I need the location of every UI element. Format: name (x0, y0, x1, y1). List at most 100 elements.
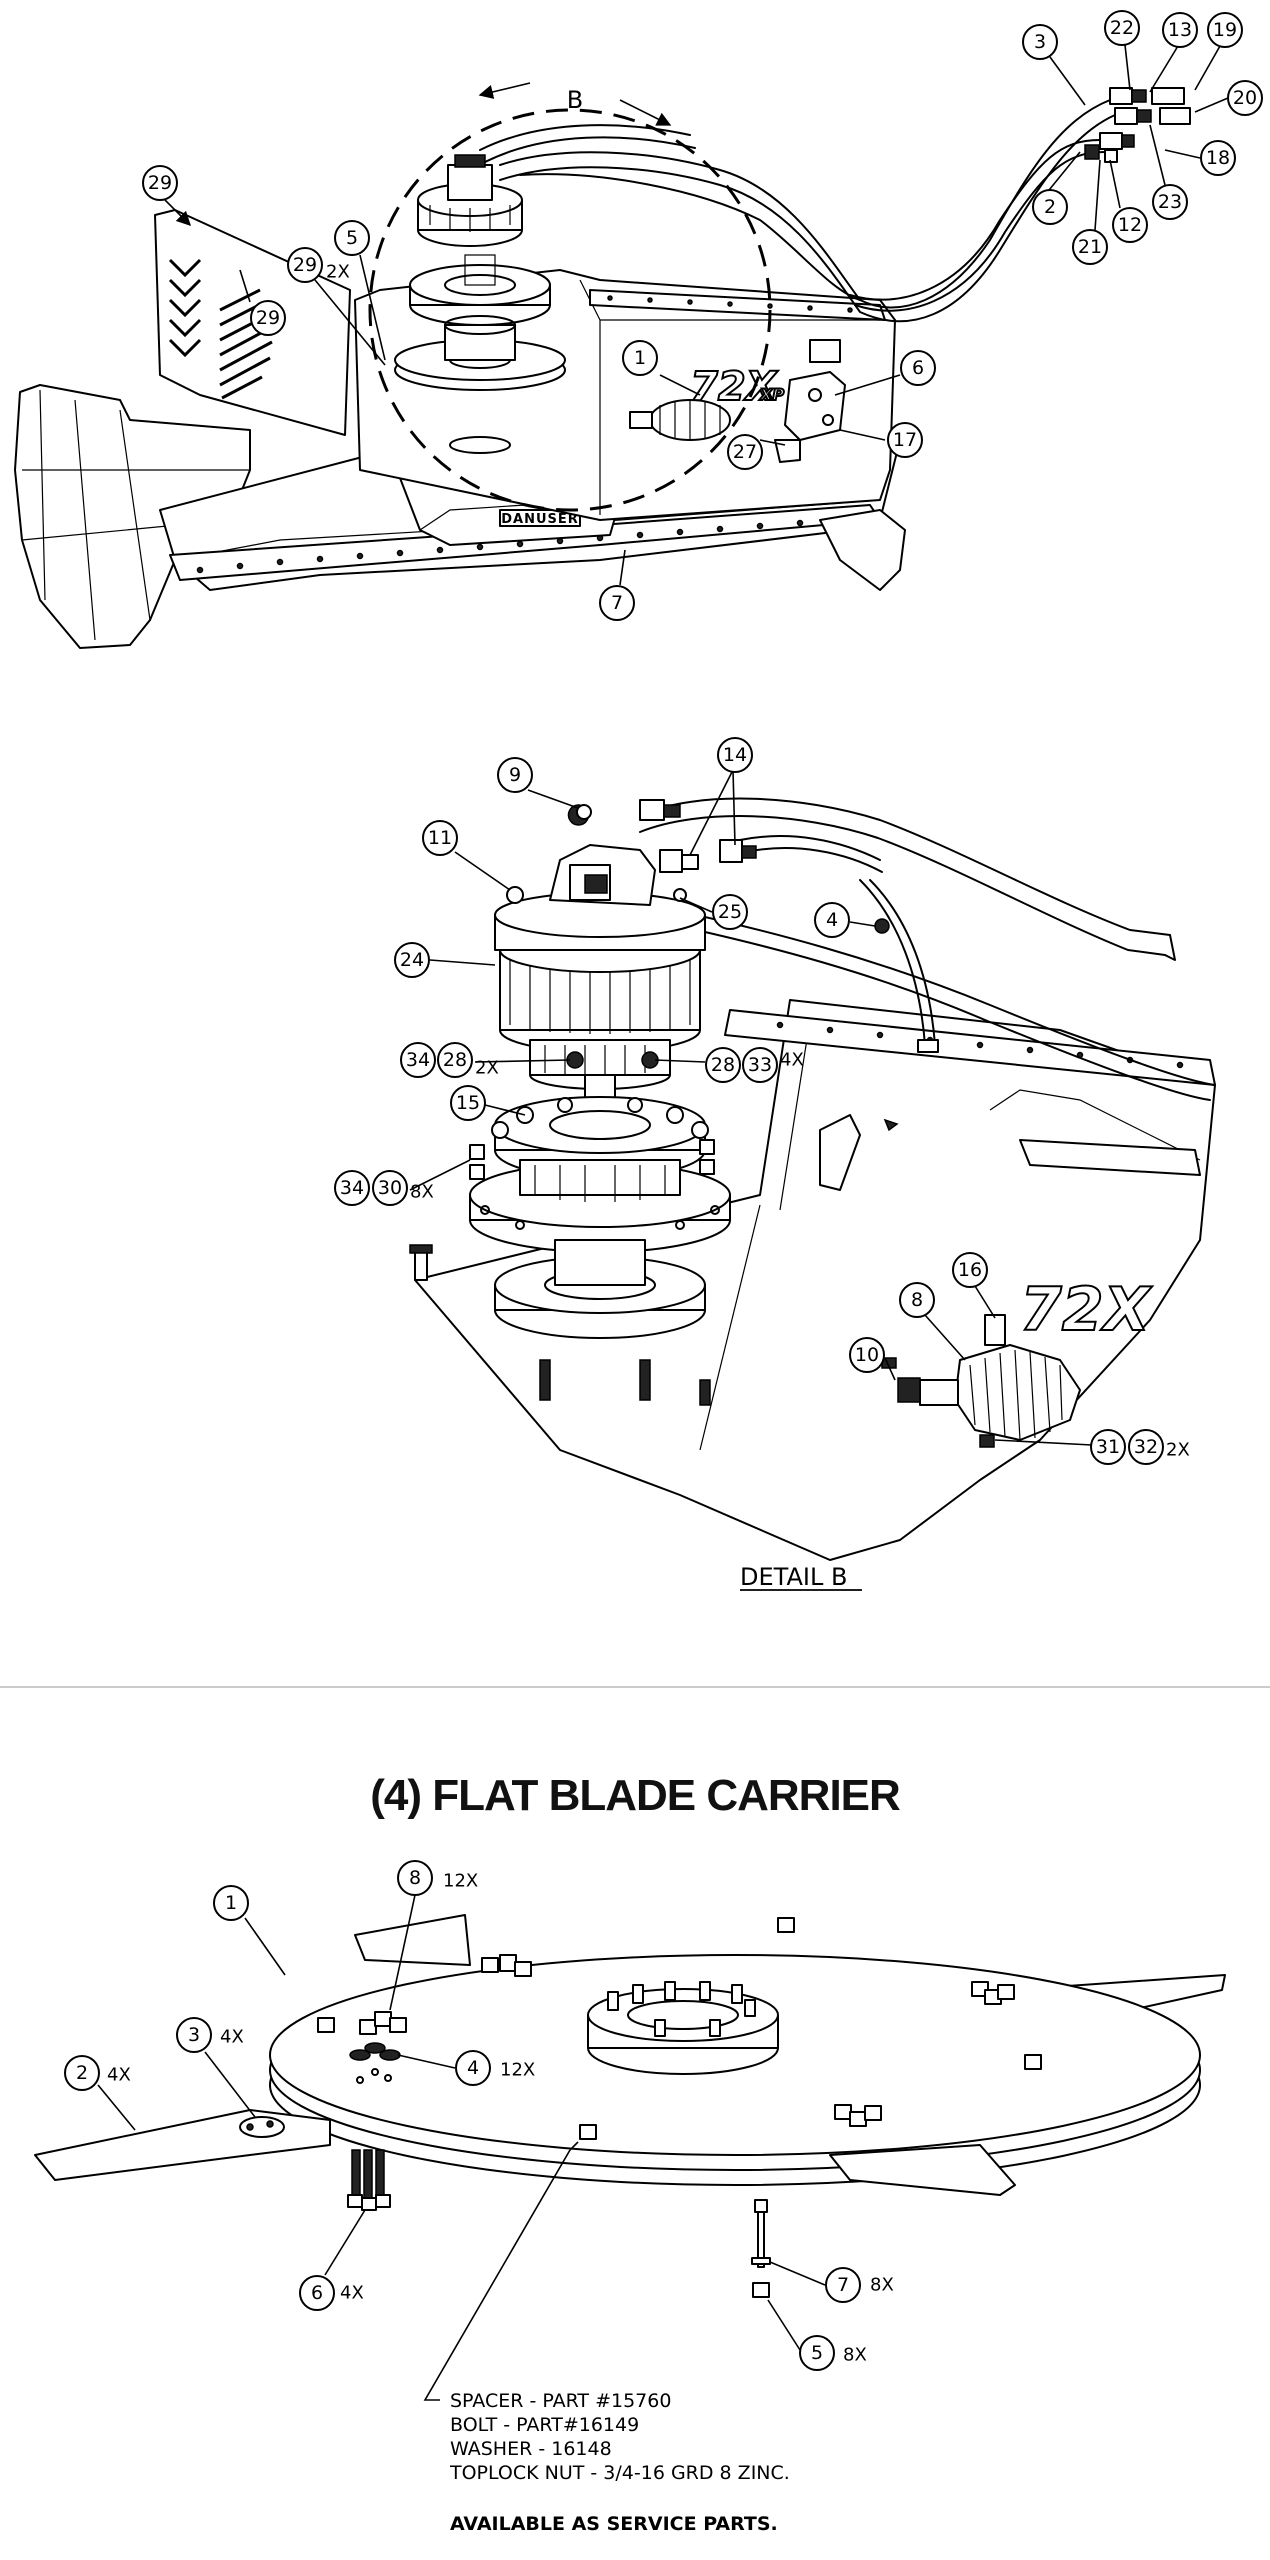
svg-text:29: 29 (293, 254, 317, 276)
callout-34-lower: 34 (334, 1170, 370, 1206)
chevron-warning (168, 258, 202, 358)
svg-text:1: 1 (225, 1892, 237, 1914)
carrier-hub (587, 1981, 779, 2075)
callout-carrier-1: 1 (213, 1885, 249, 1921)
deck-top-rail-bolts (776, 1021, 1184, 1069)
note-washer: WASHER - 16148 (450, 2438, 612, 2460)
callout-25: 25 (712, 894, 748, 930)
svg-text:11: 11 (428, 827, 452, 849)
svg-text:6: 6 (311, 2282, 323, 2304)
callout-18: 18 (1200, 140, 1236, 176)
hose-couplers (1084, 87, 1191, 163)
detail-b-callout-ring (368, 108, 772, 512)
svg-text:4X: 4X (780, 1050, 804, 1071)
valve-block (774, 371, 846, 463)
carrier-nuts (317, 1917, 1042, 2140)
loose-bolt (751, 2199, 771, 2298)
motor-assembly-small (394, 154, 566, 454)
note-bolt: BOLT - PART#16149 (450, 2414, 639, 2436)
elbow-fittings (639, 799, 757, 873)
svg-text:4: 4 (467, 2057, 479, 2079)
callout-17: 17 (887, 422, 923, 458)
view-arrow-right (619, 99, 672, 126)
svg-text:3: 3 (1034, 31, 1046, 53)
note-toplock-nut: TOPLOCK NUT - 3/4-16 GRD 8 ZINC. (449, 2462, 790, 2484)
svg-text:2: 2 (1044, 196, 1056, 218)
washers (349, 2042, 401, 2084)
callout-29-side: 29 (250, 300, 286, 336)
svg-text:5: 5 (811, 2342, 823, 2364)
svg-text:8: 8 (409, 1867, 421, 1889)
callout-31: 31 (1090, 1429, 1126, 1465)
view-arrow-left (478, 82, 531, 99)
svg-text:7: 7 (837, 2274, 849, 2296)
svg-text:17: 17 (893, 429, 917, 451)
rail-bolts (196, 515, 844, 574)
callout-11: 11 (422, 820, 458, 856)
detail-b-label: DETAIL B (740, 1563, 847, 1591)
callout-19: 19 (1207, 12, 1243, 48)
note-service-footer: AVAILABLE AS SERVICE PARTS. (450, 2513, 778, 2535)
callout-14: 14 (717, 737, 753, 773)
svg-text:34: 34 (340, 1177, 364, 1199)
svg-text:4X: 4X (107, 2065, 131, 2086)
svg-text:29: 29 (256, 307, 280, 329)
svg-text:27: 27 (733, 441, 757, 463)
callout-20: 20 (1227, 80, 1263, 116)
callout-5: 5 (334, 220, 370, 256)
svg-text:8X: 8X (843, 2345, 867, 2366)
svg-text:19: 19 (1213, 19, 1237, 41)
gearbox-small (629, 399, 731, 441)
spindle-hub (409, 1096, 731, 1406)
hydraulic-motor (494, 844, 706, 1116)
svg-text:23: 23 (1158, 191, 1182, 213)
view-letter: B (567, 86, 583, 114)
top-callouts: 1 2 3 5 6 7 12 13 17 18 19 20 21 22 23 2… (142, 10, 1263, 621)
svg-text:6: 6 (912, 357, 924, 379)
callout-12: 12 (1112, 207, 1148, 243)
svg-text:16: 16 (958, 1259, 982, 1281)
gearbox-detail (897, 1314, 1081, 1448)
svg-text:31: 31 (1096, 1436, 1120, 1458)
housing-plate (809, 339, 841, 363)
svg-text:8: 8 (911, 1289, 923, 1311)
hydraulic-hoses (479, 99, 1116, 323)
blade-carrier-view (34, 1914, 1226, 2298)
detail-hoses (639, 797, 1216, 1101)
svg-text:24: 24 (400, 949, 424, 971)
detail-b-view: 72X DETAIL B (409, 797, 1216, 1591)
svg-text:7: 7 (611, 592, 623, 614)
svg-text:15: 15 (456, 1092, 480, 1114)
svg-text:22: 22 (1110, 17, 1134, 39)
mower-assembly-view: DANUSER (14, 82, 1191, 649)
svg-text:28: 28 (711, 1054, 735, 1076)
section-title: (4) FLAT BLADE CARRIER (370, 1771, 900, 1820)
blade-back-left (354, 1914, 471, 1966)
deck-bracket (819, 1114, 861, 1191)
callout-24: 24 (394, 942, 430, 978)
svg-text:8X: 8X (410, 1182, 434, 1203)
bottom-bolts (347, 2149, 391, 2211)
callout-6: 6 (900, 350, 936, 386)
brand-plate-text: DANUSER (501, 512, 579, 527)
callout-8: 8 (899, 1282, 935, 1318)
blade-front-left (34, 2109, 331, 2181)
svg-text:2X: 2X (1166, 1440, 1190, 1461)
top-rail-bolts (607, 295, 853, 313)
svg-text:13: 13 (1168, 19, 1192, 41)
svg-text:14: 14 (723, 744, 747, 766)
svg-text:18: 18 (1206, 147, 1230, 169)
svg-text:4X: 4X (340, 2283, 364, 2304)
decal-suffix-top: XP (759, 385, 784, 404)
callout-23: 23 (1152, 184, 1188, 220)
callout-carrier-5: 5 8X (799, 2335, 867, 2371)
